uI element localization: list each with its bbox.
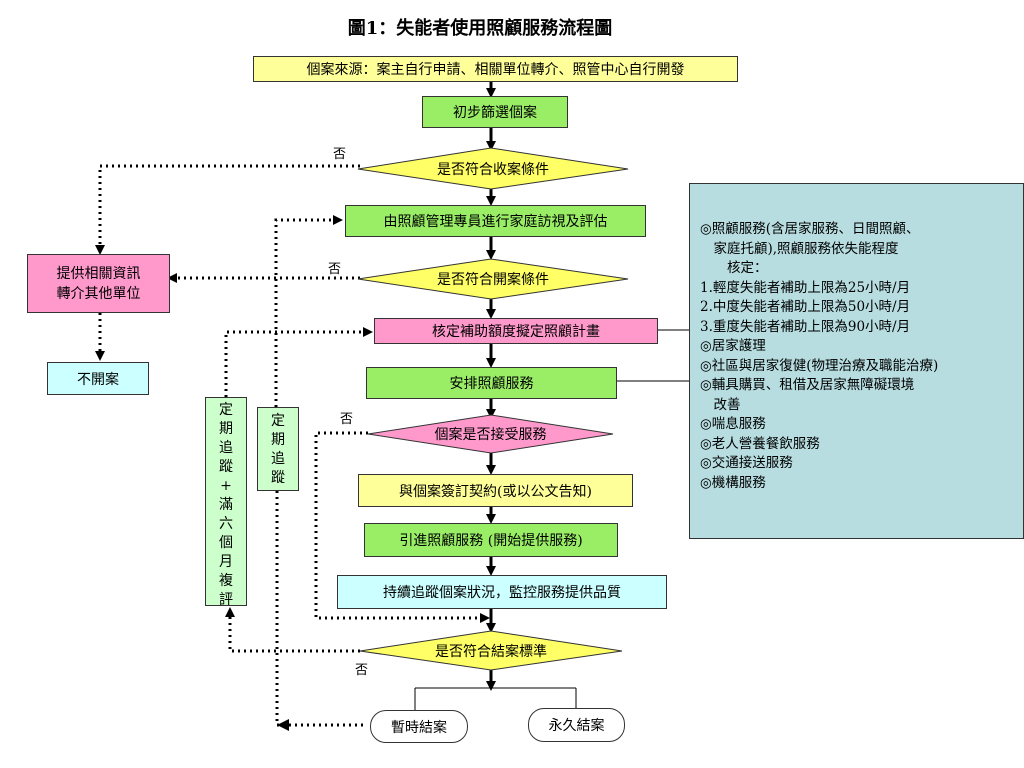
track-review-char: 定	[219, 402, 233, 418]
refer-line-2: 轉介其他單位	[56, 285, 141, 302]
services-line: 3.重度失能者補助上限為90小時/月	[700, 318, 911, 335]
services-line: 家庭托顧),照顧服務依失能程度	[700, 240, 899, 257]
services-line: ◎老人營養餐飲服務	[700, 435, 820, 452]
plan-box: 核定補助額度擬定照顧計畫	[374, 318, 658, 344]
dotted-track-visit	[274, 215, 343, 407]
track-review-char: 六	[219, 516, 233, 532]
service-decision-label: 個案是否接受服務	[434, 427, 547, 443]
track-review-char: 評	[219, 592, 233, 608]
track-box: 定 期 追 蹤	[257, 407, 299, 491]
no-label-service: 否	[340, 412, 354, 427]
diamond-service-shape	[367, 414, 614, 454]
track-review-char: 複	[219, 573, 233, 589]
not-open-box: 不開案	[47, 362, 149, 395]
services-line: ◎輔具購買、租借及居家無障礙環境	[700, 377, 915, 393]
track-review-char: 期	[219, 421, 233, 437]
services-line: 改善	[700, 396, 741, 413]
open-decision-label: 是否符合開案條件	[437, 272, 549, 288]
track-review-char: 蹤	[219, 459, 233, 475]
track-review-char: 月	[219, 554, 233, 570]
dotted-service-no	[314, 431, 490, 623]
diamond-accept-shape	[357, 147, 629, 190]
diagram-title: 圖1：失能者使用照顧服務流程圖	[347, 18, 613, 39]
refer-box: 提供相關資訊 轉介其他單位	[27, 254, 170, 313]
track-char: 蹤	[271, 470, 285, 486]
services-line: ◎社區與居家復健(物理治療及職能治療)	[700, 357, 939, 374]
services-line: ◎照顧服務(含居家服務、日間照顧、	[700, 221, 920, 237]
track-review-box: 定 期 追 蹤 + 滿 六 個 月 複 評	[205, 397, 247, 608]
temp-close-box: 暫時結案	[370, 710, 468, 743]
track-char: 定	[271, 413, 285, 429]
dotted-review-plan	[224, 327, 373, 397]
contract-box: 與個案簽訂契約(或以公文告知)	[358, 474, 633, 507]
services-panel: ◎照顧服務(含居家服務、日間照顧、 家庭托顧),照顧服務依失能程度 核定： 1.…	[689, 183, 1024, 539]
screen-box: 初步篩選個案	[422, 96, 568, 128]
perm-close-box: 永久結案	[528, 708, 625, 742]
visit-box: 由照顧管理專員進行家庭訪視及評估	[345, 205, 646, 237]
diamond-open-shape	[357, 258, 629, 300]
services-line: 2.中度失能者補助上限為50小時/月	[700, 299, 911, 315]
services-line: ◎交通接送服務	[700, 455, 793, 471]
monitor-box: 持續追蹤個案狀況，監控服務提供品質	[337, 575, 667, 609]
accept-decision-label: 是否符合收案條件	[437, 162, 549, 178]
services-line: ◎居家護理	[700, 338, 766, 354]
arrange-box: 安排照顧服務	[366, 367, 617, 399]
source-box: 個案來源：案主自行申請、相關單位轉介、照管中心自行開發	[253, 56, 738, 82]
track-review-char: +	[220, 478, 232, 494]
dotted-accept-no	[95, 164, 360, 255]
track-review-char: 個	[219, 535, 233, 551]
diamond-close-shape	[359, 630, 623, 671]
track-review-char: 滿	[219, 497, 233, 513]
no-label-accept: 否	[333, 147, 347, 162]
no-label-close: 否	[355, 663, 369, 678]
no-label-open: 否	[328, 262, 342, 277]
refer-line-1: 提供相關資訊	[56, 265, 141, 282]
close-decision-label: 是否符合結案標準	[435, 644, 547, 660]
track-review-char: 追	[219, 440, 233, 456]
dotted-close-no	[225, 607, 360, 653]
services-line: ◎機構服務	[700, 474, 766, 491]
introduce-box: 引進照顧服務 (開始提供服務)	[364, 523, 618, 557]
services-line: ◎喘息服務	[700, 416, 766, 432]
track-char: 期	[271, 432, 285, 448]
services-line: 核定：	[700, 260, 768, 276]
services-line: 1.輕度失能者補助上限為25小時/月	[700, 279, 911, 296]
track-char: 追	[271, 451, 285, 467]
